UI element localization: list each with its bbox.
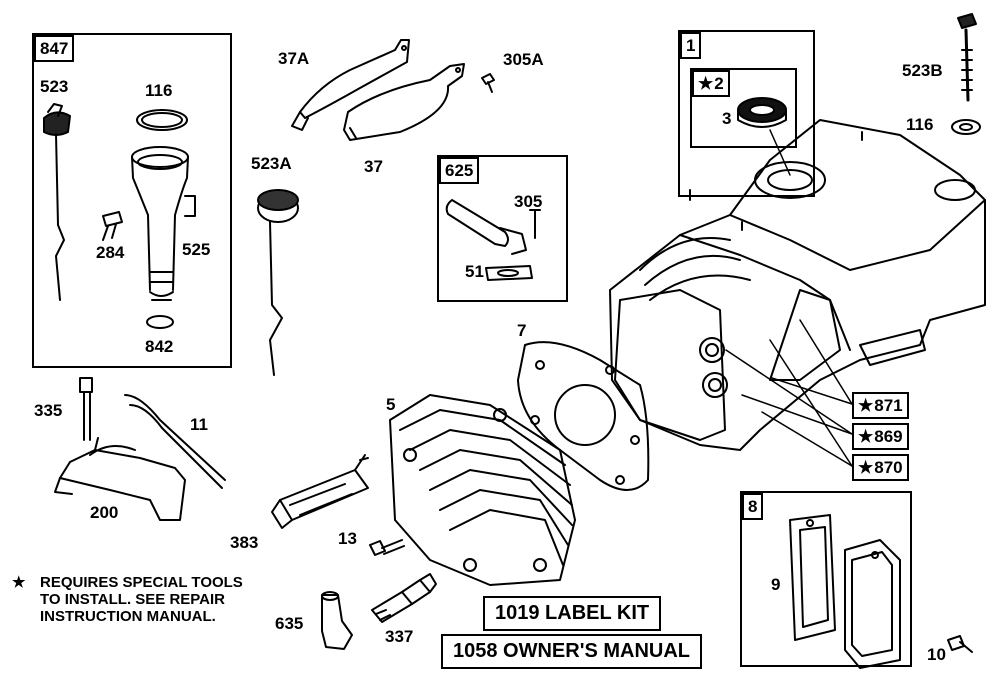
star-icon: ★: [858, 396, 874, 415]
shield-37-drawing: [343, 63, 465, 141]
part-label-305A: 305A: [503, 50, 544, 69]
boot-635-drawing: [321, 591, 353, 650]
dipstick-523-drawing: [43, 103, 71, 301]
box-label-871-text: 871: [874, 396, 903, 415]
cover-plate-drawing: [844, 539, 901, 669]
part-label-51: 51: [465, 262, 484, 281]
part-label-523B: 523B: [902, 61, 943, 80]
part-label-525: 525: [182, 240, 211, 259]
part-label-284: 284: [96, 243, 125, 262]
screw-10-drawing: [947, 635, 973, 653]
part-label-13: 13: [338, 529, 357, 548]
screw-305A-drawing: [481, 73, 495, 93]
part-label-383: 383: [230, 533, 259, 552]
star-icon: ★: [698, 74, 714, 93]
part-label-305: 305: [514, 192, 543, 211]
star-icon: ★: [12, 574, 26, 591]
bolt-13-drawing: [369, 539, 405, 556]
gasket-7-drawing: [517, 341, 650, 491]
panel-625: [437, 155, 568, 302]
box-label-870-text: 870: [874, 458, 903, 477]
box-label-8: 8: [742, 493, 764, 520]
bolt-284-drawing: [102, 211, 123, 241]
dipstick-523A-drawing: [257, 189, 299, 376]
box-label-625: 625: [439, 157, 480, 184]
part-label-635: 635: [275, 614, 304, 633]
panel-847: [32, 33, 232, 368]
part-label-3: 3: [722, 109, 732, 128]
part-label-842: 842: [145, 337, 174, 356]
oring-116-drawing: [136, 109, 188, 131]
cylinder-head-5-drawing: [389, 394, 576, 586]
part-label-37: 37: [364, 157, 383, 176]
panel-2-inset: [690, 68, 797, 148]
tube-383-drawing: [271, 454, 369, 529]
part-label-523: 523: [40, 77, 69, 96]
star-icon: ★: [858, 458, 874, 477]
owners-manual-box: 1058 OWNER'S MANUAL: [441, 634, 703, 669]
box-label-1: 1: [680, 32, 702, 59]
part-label-5: 5: [386, 395, 396, 414]
label-kit-box: 1019 LABEL KIT: [483, 596, 662, 631]
tube-11-drawing: [124, 394, 226, 489]
bracket-200-drawing: [54, 437, 186, 521]
box-label-2: ★2: [692, 70, 730, 97]
box-label-870: ★870: [852, 454, 909, 481]
star-icon: ★: [858, 427, 874, 446]
leader-lines: [725, 129, 853, 467]
bolt-335-drawing: [79, 377, 93, 441]
box-label-2-text: 2: [714, 74, 724, 93]
panel-1: [678, 30, 815, 197]
tube-525-drawing: [131, 146, 196, 301]
note-line: INSTRUCTION MANUAL.: [40, 608, 216, 625]
washer-116-drawing: [951, 119, 981, 135]
box-label-847: 847: [34, 35, 75, 62]
note-line: TO INSTALL. SEE REPAIR: [40, 591, 226, 608]
part-label-9: 9: [771, 575, 781, 594]
breather-625-drawing: [445, 199, 541, 281]
dipstick-523B-drawing: [957, 13, 977, 102]
spark-plug-337-drawing: [371, 573, 437, 623]
gasket-9-drawing: [789, 514, 836, 641]
note-line: REQUIRES SPECIAL TOOLS: [40, 574, 243, 591]
part-label-10: 10: [927, 645, 946, 664]
part-label-37A: 37A: [278, 49, 310, 68]
seal-3-drawing: [737, 97, 787, 128]
part-label-337: 337: [385, 627, 414, 646]
part-label-116-a: 116: [145, 81, 173, 100]
part-label-11: 11: [190, 415, 208, 434]
box-label-869-text: 869: [874, 427, 903, 446]
part-label-7: 7: [517, 321, 527, 340]
part-label-200: 200: [90, 503, 119, 522]
shield-37A-drawing: [291, 39, 410, 131]
part-label-523A: 523A: [251, 154, 292, 173]
oring-842-drawing: [146, 315, 174, 329]
part-label-116-b: 116: [906, 115, 934, 134]
box-label-869: ★869: [852, 423, 909, 450]
panel-8: [740, 491, 912, 667]
part-label-335: 335: [34, 401, 63, 420]
box-label-871: ★871: [852, 392, 909, 419]
special-tools-note: ★ REQUIRES SPECIAL TOOLS TO INSTALL. SEE…: [12, 574, 243, 625]
